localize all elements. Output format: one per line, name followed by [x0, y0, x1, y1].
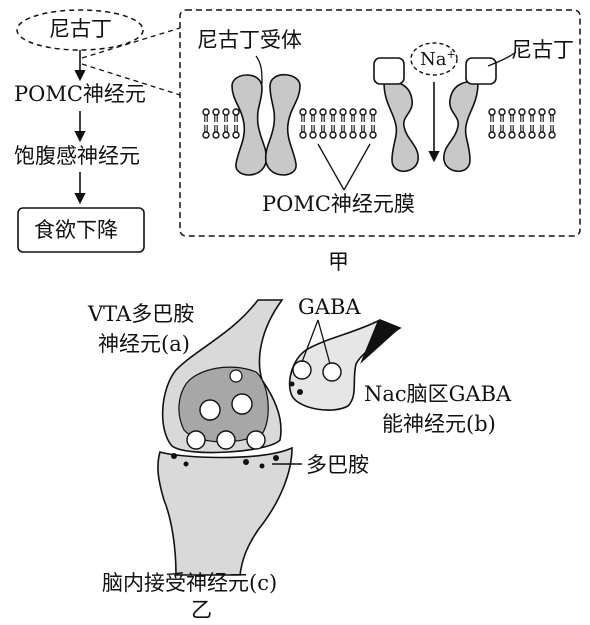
vta-label-line2: 神经元(a) — [98, 332, 190, 356]
membrane-pointer-right — [343, 143, 371, 191]
vesicle — [186, 430, 206, 450]
receptor-binding-site-right — [465, 57, 497, 85]
vesicle — [199, 399, 221, 421]
nicotine-pointer — [487, 51, 517, 67]
na-ion-ellipse — [410, 42, 458, 76]
receiving-neuron — [157, 446, 293, 576]
nicotine-ellipse — [16, 9, 144, 51]
vesicle — [216, 430, 236, 450]
appetite-box — [17, 207, 145, 253]
closed-receptor — [231, 73, 301, 176]
satiety-neuron-label: 饱腹感神经元 — [14, 144, 140, 168]
gaba-terminal — [288, 319, 402, 411]
gaba-vesicle — [292, 360, 312, 380]
membrane-pointer-left — [317, 143, 345, 191]
na-ion-charge: + — [446, 48, 456, 61]
gaba-pointer-right — [317, 319, 331, 365]
receptor-pointer — [255, 55, 263, 85]
na-ion-label: Na+ — [420, 48, 456, 70]
vta-label-line1: VTA多巴胺 — [88, 302, 195, 326]
nac-label-line1: Nac脑区GABA — [364, 382, 512, 406]
bilayer-segment-left — [202, 108, 240, 139]
nac-label-line2: 能神经元(b) — [382, 412, 496, 436]
caption-yi: 乙 — [191, 598, 212, 622]
bilayer-segment-mid — [299, 108, 377, 139]
pomc-neuron-label: POMC神经元 — [14, 82, 146, 106]
open-receptor — [373, 57, 497, 173]
nicotine-label: 尼古丁 — [49, 17, 112, 41]
membrane-inset — [179, 9, 581, 237]
zoom-line-top — [81, 27, 181, 59]
receptor-label: 尼古丁受体 — [197, 28, 302, 52]
receiver-label: 脑内接受神经元(c) — [102, 571, 278, 595]
membrane-label: POMC神经元膜 — [262, 192, 415, 216]
inset-nicotine-label: 尼古丁 — [511, 38, 574, 62]
vesicle — [229, 369, 243, 383]
gaba-vesicle — [322, 362, 342, 382]
caption-jia: 甲 — [328, 250, 349, 274]
vesicle — [246, 430, 266, 450]
dopamine-label: 多巴胺 — [306, 453, 369, 477]
gaba-pointer-left — [301, 319, 319, 363]
bilayer-segment-right — [488, 108, 556, 139]
vesicle — [231, 393, 253, 415]
zoom-line-bottom — [81, 63, 181, 96]
appetite-decrease-label: 食欲下降 — [34, 218, 118, 242]
gaba-label: GABA — [298, 295, 361, 319]
receptor-binding-site-left — [373, 57, 405, 85]
vta-terminal — [161, 299, 284, 454]
